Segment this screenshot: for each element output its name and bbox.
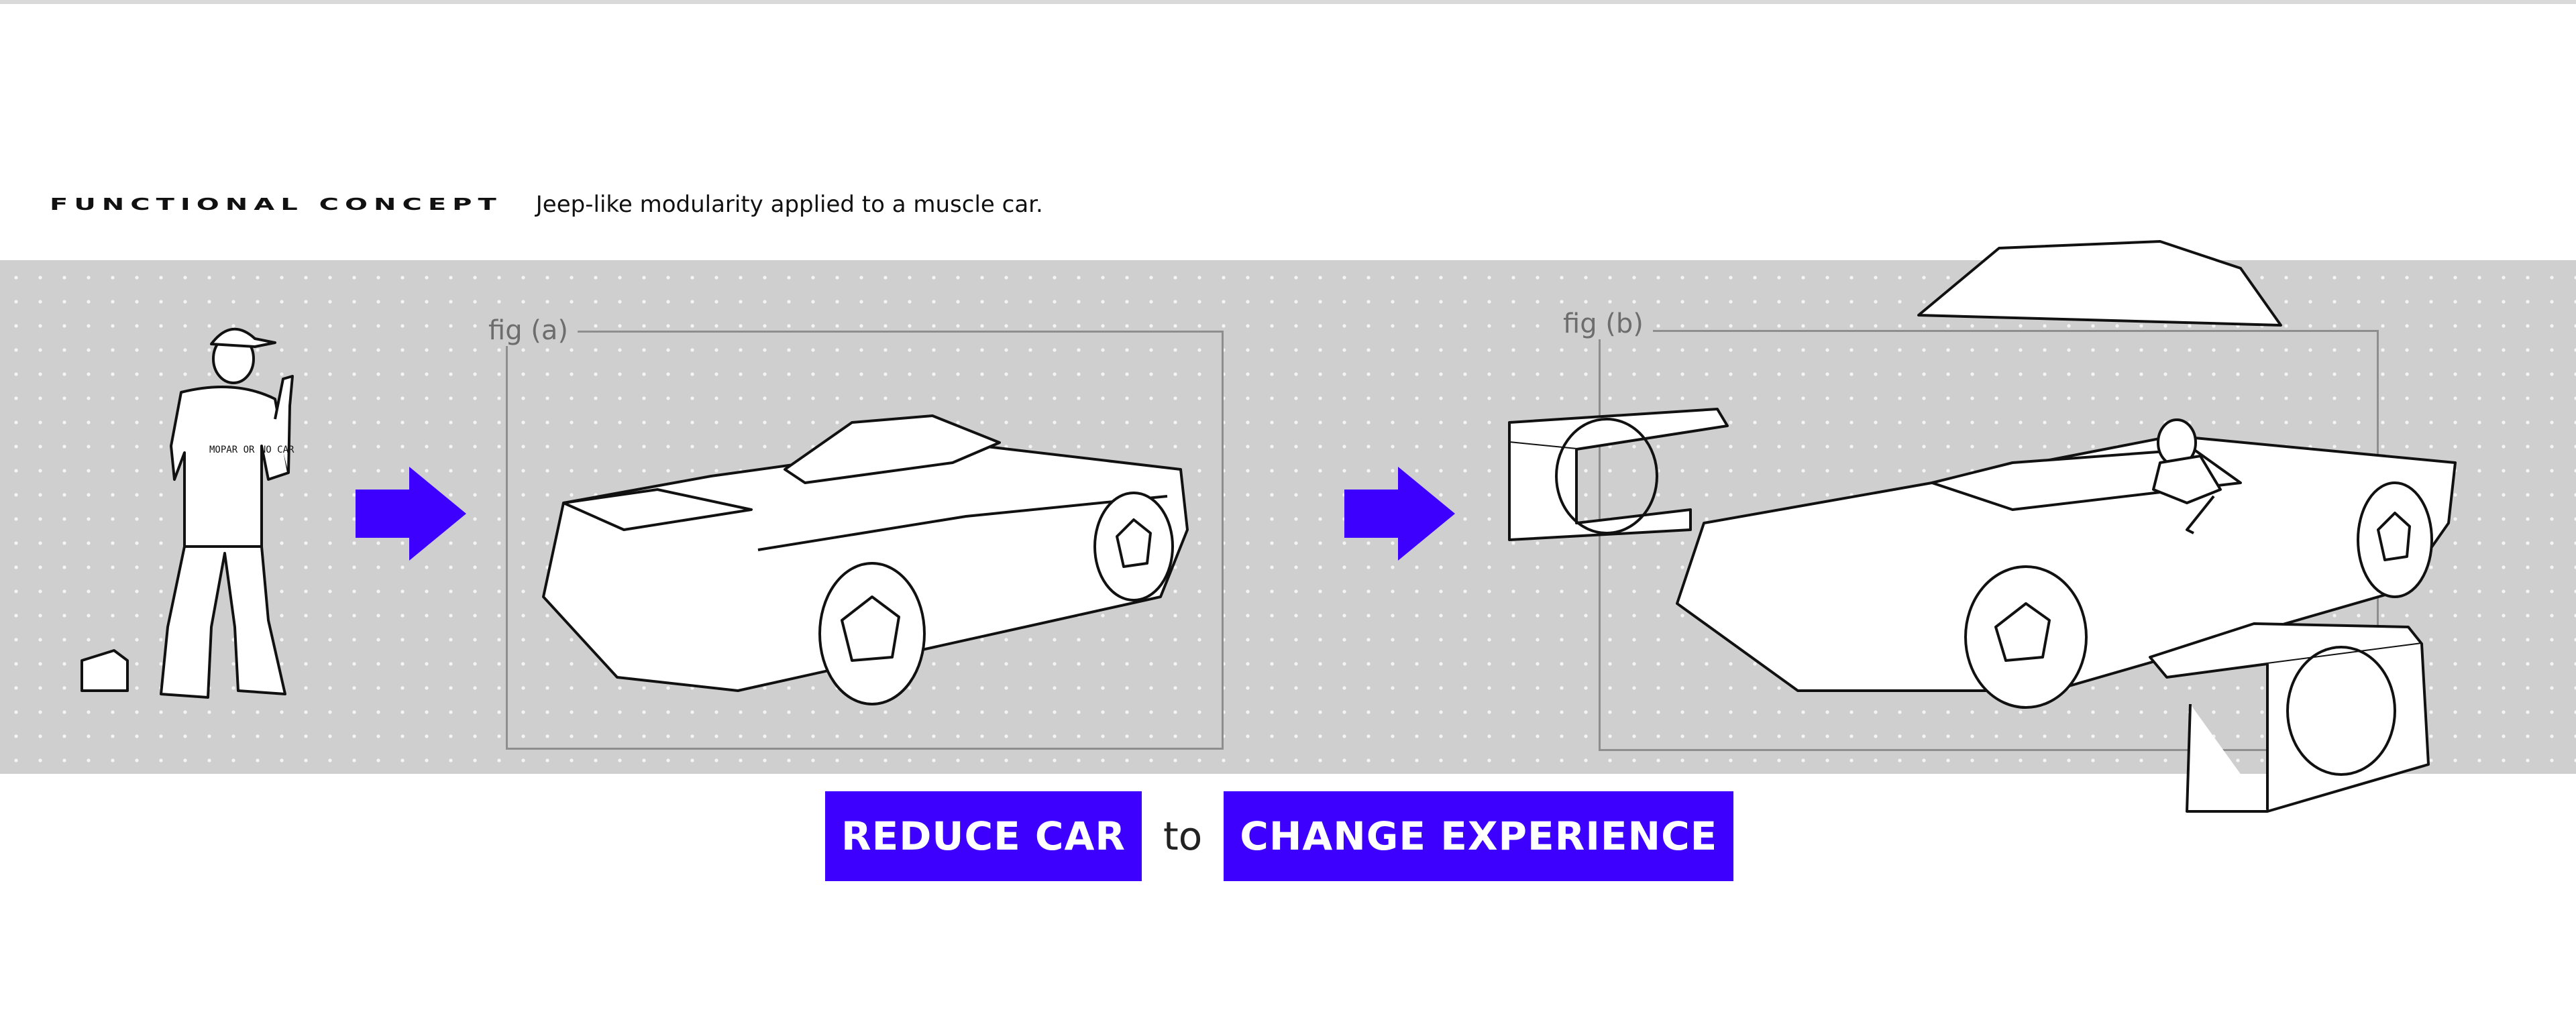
change-experience-badge: CHANGE EXPERIENCE [1224,791,1733,881]
removable-rear-panel-sketch [2147,610,2428,825]
top-rule [0,0,2576,4]
removable-roof-sketch [1912,228,2288,329]
full-car-sketch [537,396,1208,711]
shirt-text: MOPAR OR NO CAR [209,445,294,455]
arrow-right-icon [356,467,466,561]
reduce-car-badge: REDUCE CAR [825,791,1142,881]
figure-a-label: fig (a) [479,315,578,346]
tagline-connector: to [1163,813,1202,859]
section-title: FUNCTIONAL CONCEPT [50,195,502,215]
tagline: REDUCE CAR to CHANGE EXPERIENCE [825,791,1733,881]
section-subtitle: Jeep-like modularity applied to a muscle… [536,191,1043,218]
section-heading: FUNCTIONAL CONCEPT Jeep-like modularity … [50,189,1043,220]
mechanic-sketch: MOPAR OR NO CAR [74,312,315,714]
arrow-right-icon [1344,467,1455,561]
figure-b-label: fig (b) [1554,308,1653,339]
